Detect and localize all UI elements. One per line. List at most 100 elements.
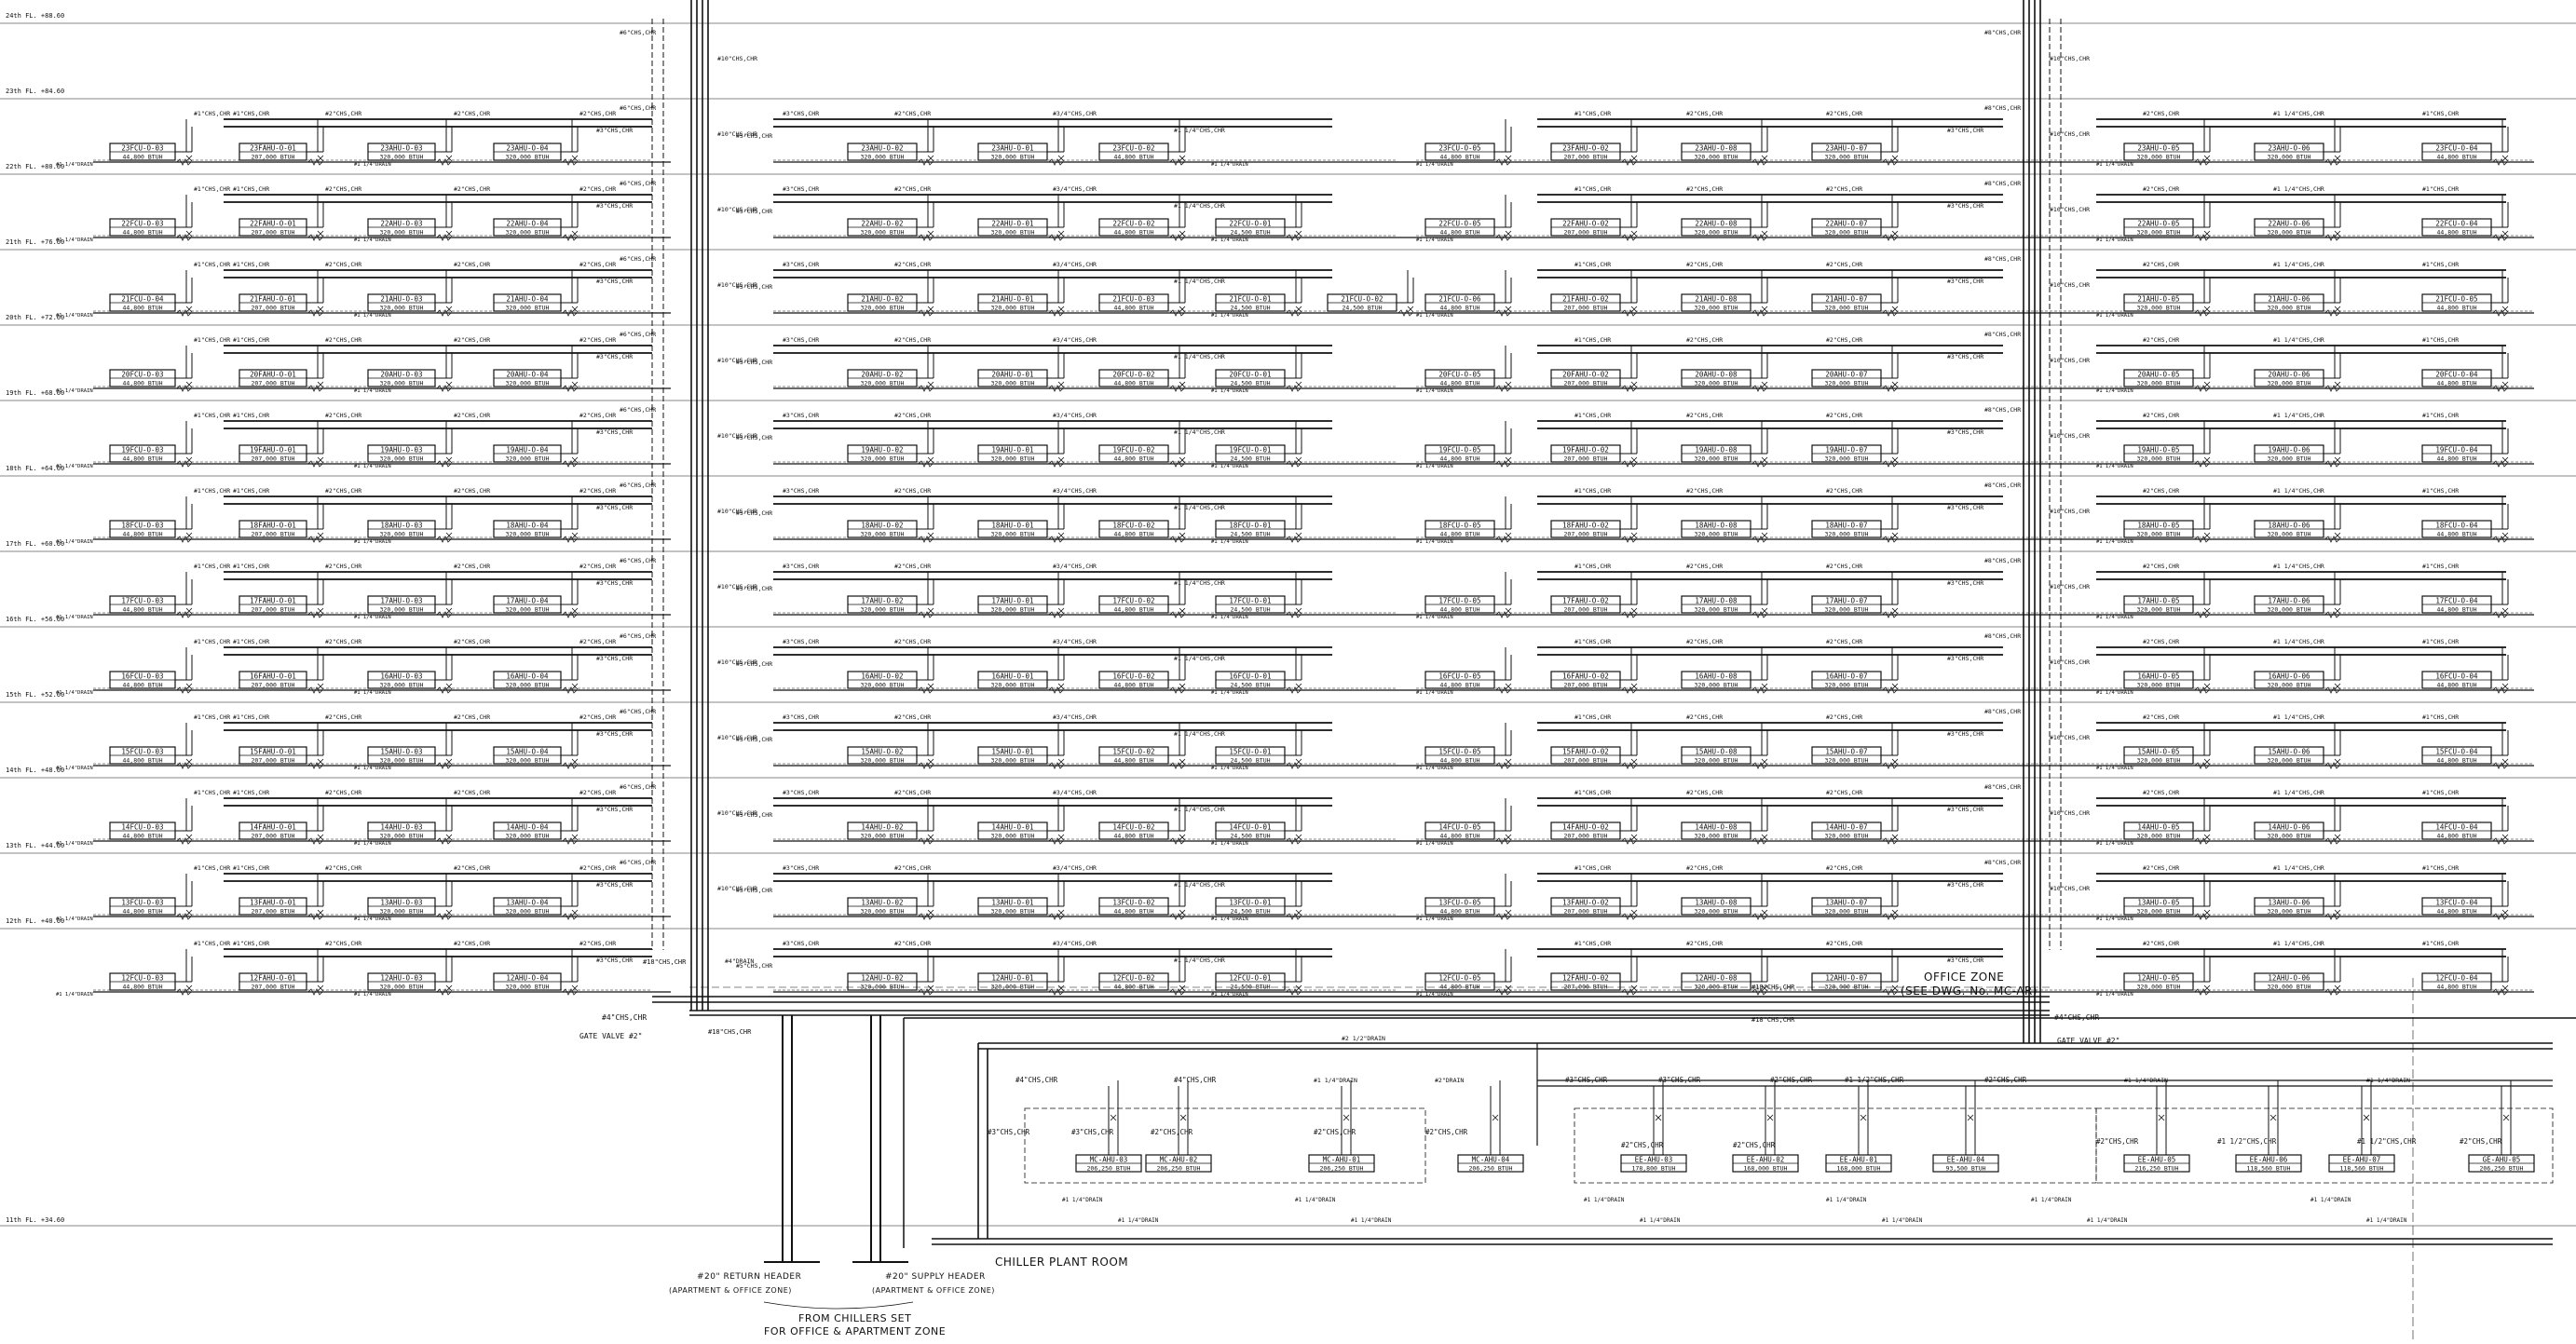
branch-label: #2"CHS,CHR — [894, 185, 931, 193]
unit-capacity: 320,000 BTUH — [380, 154, 424, 161]
branch-label: #1 1/4"CHS,CHR — [1174, 881, 1225, 889]
coil-symbol — [1169, 988, 1185, 996]
unit-capacity: 44,800 BTUH — [122, 833, 162, 840]
coil-symbol — [176, 913, 192, 920]
coil-symbol — [918, 158, 934, 166]
coil-symbol — [1495, 762, 1511, 769]
unit-id: 20AHU-O-07 — [1825, 371, 1867, 379]
coil-symbol — [307, 385, 323, 392]
coil-symbol — [1048, 460, 1064, 468]
unit-capacity: 44,800 BTUH — [2436, 229, 2476, 237]
unit-id: 19FCU-O-05 — [1438, 446, 1480, 455]
unit-capacity: 207,000 BTUH — [1564, 908, 1608, 916]
unit-capacity: 320,000 BTUH — [1695, 833, 1738, 840]
unit-capacity: 320,000 BTUH — [2268, 757, 2311, 765]
branch-label: #1 1/4"CHS,CHR — [1174, 278, 1225, 285]
branch-label: #1 1/4"CHS,CHR — [2273, 110, 2324, 117]
unit-capacity: 320,000 BTUH — [861, 380, 905, 387]
unit-capacity: 207,000 BTUH — [1564, 833, 1608, 840]
unit-id: 20AHU-O-08 — [1695, 371, 1738, 379]
branch-label: #3"CHS,CHR — [1947, 278, 1983, 285]
branch-label: #2"CHS,CHR — [325, 412, 361, 419]
plant-pipe-label: #3"CHS,CHR — [1658, 1076, 1701, 1084]
drain-label: #1 1/4"DRAIN — [56, 388, 93, 394]
drain-label: #1 1/4"DRAIN — [1211, 313, 1248, 319]
branch-label: #1"CHS,CHR — [194, 789, 230, 796]
coil-symbol — [1048, 837, 1064, 845]
unit-capacity: 44,800 BTUH — [1113, 984, 1153, 991]
unit-id: 23FCU-O-02 — [1112, 144, 1154, 153]
coil-symbol — [1495, 158, 1511, 166]
unit-capacity: 320,000 BTUH — [2137, 984, 2181, 991]
branch-label: #2"CHS,CHR — [1826, 789, 1862, 796]
unit-capacity: 320,000 BTUH — [380, 455, 424, 463]
unit-capacity: 320,000 BTUH — [2268, 531, 2311, 538]
branch-label: #1"CHS,CHR — [2422, 864, 2459, 872]
branch-label: #3"CHS,CHR — [1947, 881, 1983, 889]
coil-symbol — [1286, 686, 1302, 694]
coil-symbol — [1882, 234, 1898, 241]
unit-id: 14AHU-O-05 — [2137, 823, 2179, 832]
unit-id: 13AHU-O-04 — [506, 899, 549, 907]
floor-label: 17th FL. +60.60 — [6, 540, 64, 548]
coil-symbol — [1286, 385, 1302, 392]
unit-capacity: 320,000 BTUH — [506, 229, 550, 237]
branch-label: #2"CHS,CHR — [2143, 261, 2179, 268]
branch-label: #2"CHS,CHR — [2143, 336, 2179, 344]
branch-label: #3"CHS,CHR — [1947, 428, 1983, 436]
unit-capacity: 24,500 BTUH — [1230, 833, 1270, 840]
unit-capacity: 24,500 BTUH — [1230, 908, 1270, 916]
unit-capacity: 320,000 BTUH — [2137, 154, 2181, 161]
branch-label: #1"CHS,CHR — [1574, 110, 1611, 117]
branch-label: #3/4"CHS,CHR — [1053, 336, 1097, 344]
drain-label: #1 1/4"DRAIN — [354, 162, 391, 168]
coil-symbol — [176, 686, 192, 694]
unit-id: 17FCU-O-03 — [121, 597, 163, 605]
coil-symbol — [1751, 234, 1767, 241]
unit-capacity: 320,000 BTUH — [380, 531, 424, 538]
unit-capacity: 320,000 BTUH — [2268, 833, 2311, 840]
branch-label: #1"CHS,CHR — [194, 940, 230, 947]
branch-label: #1 1/4"CHS,CHR — [2273, 864, 2324, 872]
unit-capacity: 207,000 BTUH — [1564, 380, 1608, 387]
unit-id: 12AHU-O-03 — [380, 974, 422, 983]
unit-id: 18AHU-O-02 — [861, 522, 903, 530]
unit-capacity: 93,500 BTUH — [1945, 1165, 1985, 1173]
branch-label: #2"CHS,CHR — [2143, 110, 2179, 117]
branch-label: #1 1/4"CHS,CHR — [2273, 789, 2324, 796]
unit-capacity: 320,000 BTUH — [1695, 531, 1738, 538]
branch-label: #3"CHS,CHR — [783, 563, 819, 570]
unit-id: 13AHU-O-07 — [1825, 899, 1867, 907]
unit-id: 19AHU-O-07 — [1825, 446, 1867, 455]
unit-id: 21AHU-O-03 — [380, 295, 422, 304]
unit-capacity: 320,000 BTUH — [506, 682, 550, 689]
coil-symbol — [918, 460, 934, 468]
unit-capacity: 320,000 BTUH — [2268, 606, 2311, 614]
unit-capacity: 44,800 BTUH — [1113, 757, 1153, 765]
unit-id: 14FCU-O-03 — [121, 823, 163, 832]
riser-label: #10"CHS,CHR — [2050, 357, 2090, 364]
coil-symbol — [436, 611, 452, 618]
supply-header-sub: (APARTMENT & OFFICE ZONE) — [872, 1286, 995, 1295]
